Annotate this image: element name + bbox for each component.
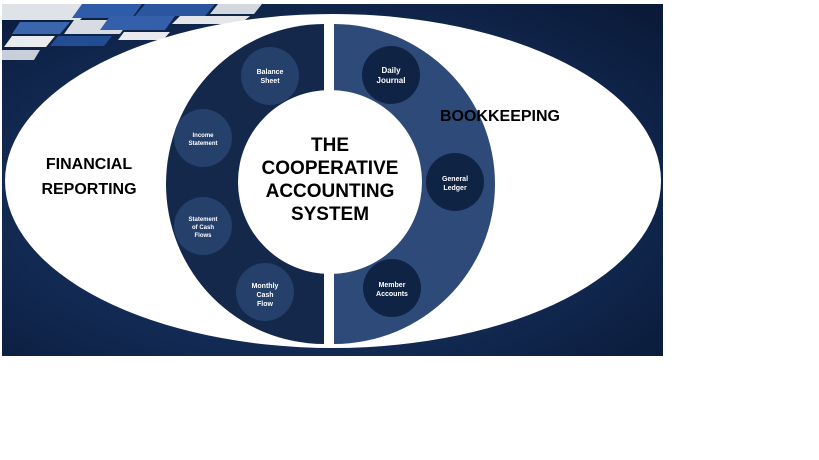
node-general-ledger: [426, 153, 484, 211]
financial-reporting-label-line-1: FINANCIAL: [46, 156, 132, 173]
center-title-line-4: SYSTEM: [291, 204, 369, 225]
center-title-line-2: COOPERATIVE: [262, 158, 399, 179]
general-ledger-label-line-1: General: [442, 176, 468, 183]
statement-of-cash-flows-label-line-3: Flows: [194, 233, 212, 239]
member-accounts-label-line-1: Member: [379, 282, 406, 289]
balance-sheet-label-line-2: Sheet: [260, 78, 280, 85]
right-nodes: [362, 46, 484, 317]
center-title-line-1: THE: [311, 135, 349, 156]
monthly-cash-flow-label-line-1: Monthly: [252, 283, 279, 290]
daily-journal-label-line-1: Daily: [381, 66, 401, 75]
node-balance-sheet: [241, 47, 299, 105]
statement-of-cash-flows-label-line-2: of Cash: [192, 225, 214, 231]
node-statement-of-cash-flows: [174, 197, 232, 255]
daily-journal-label-line-2: Journal: [377, 76, 406, 85]
general-ledger-label-line-2: Ledger: [443, 185, 467, 192]
node-monthly-cash-flow: [236, 263, 294, 321]
node-income-statement: [174, 109, 232, 167]
balance-sheet-label-line-1: Balance: [257, 69, 284, 76]
statement-of-cash-flows-label-line-1: Statement: [188, 217, 217, 223]
bookkeeping-label: BOOKKEEPING: [440, 108, 560, 125]
decorative-cubes-graphic: [2, 4, 262, 60]
monthly-cash-flow-label-line-3: Flow: [257, 301, 273, 308]
income-statement-label-line-1: Income: [192, 133, 214, 139]
income-statement-label-line-2: Statement: [188, 141, 217, 147]
left-nodes: [174, 47, 299, 321]
center-title-line-3: ACCOUNTING: [266, 181, 395, 202]
center-circle: [238, 90, 422, 274]
member-accounts-label-line-2: Accounts: [376, 291, 408, 298]
diagram-labels: THE COOPERATIVE ACCOUNTING SYSTEM FINANC…: [41, 66, 560, 308]
node-member-accounts: [363, 259, 421, 317]
node-daily-journal: [362, 46, 420, 104]
monthly-cash-flow-label-line-2: Cash: [256, 292, 273, 299]
financial-reporting-label-line-2: REPORTING: [41, 181, 136, 198]
